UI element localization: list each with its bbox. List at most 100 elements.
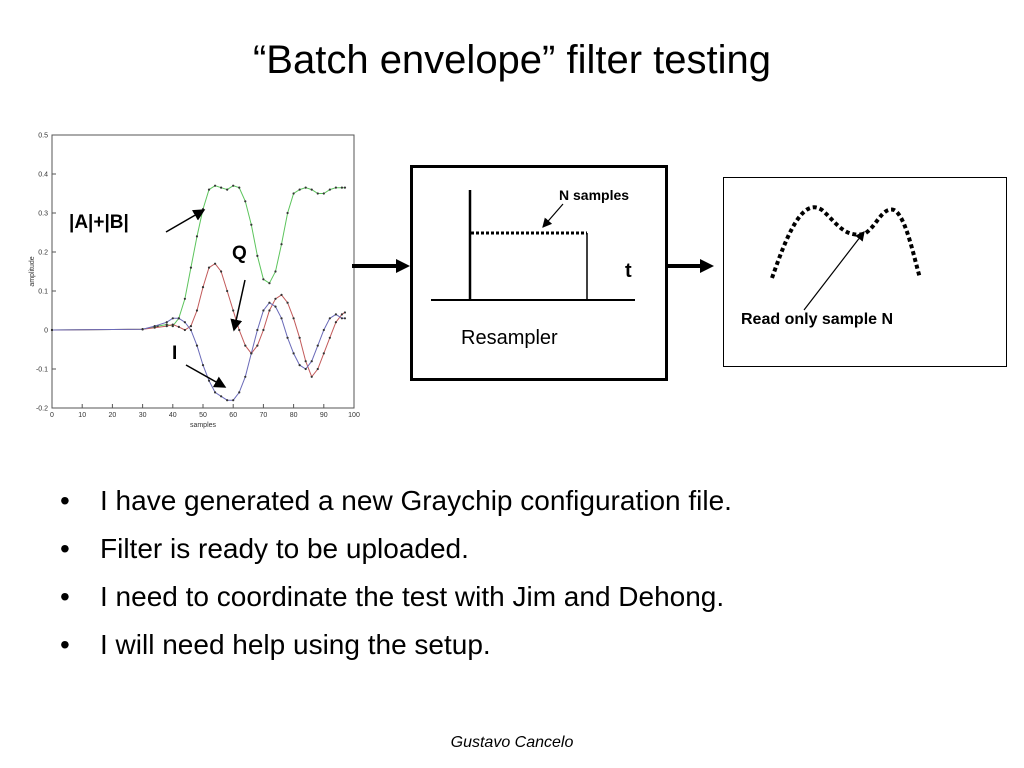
- series-point: [280, 317, 283, 320]
- series-point: [171, 325, 174, 328]
- series-point: [183, 297, 186, 300]
- series-point: [220, 270, 223, 273]
- series-point: [153, 325, 156, 328]
- series-point: [316, 367, 319, 371]
- sample-n-arrow: [803, 231, 865, 311]
- series-point: [262, 328, 265, 332]
- y-tick-label: -0.2: [36, 406, 48, 413]
- bullet-icon: •: [60, 629, 70, 660]
- bullet-icon: •: [60, 581, 70, 612]
- series-line: [51, 185, 345, 331]
- series-point: [183, 321, 186, 324]
- series-point: [165, 321, 168, 324]
- y-tick-label: -0.1: [36, 367, 48, 374]
- series-point: [189, 266, 193, 269]
- series-point: [238, 391, 241, 394]
- series-point: [177, 317, 180, 320]
- series-point: [280, 293, 283, 296]
- footer-author: Gustavo Cancelo: [450, 734, 574, 751]
- series-point: [316, 344, 319, 347]
- series-point: [50, 328, 54, 332]
- resampler-box: N samples t Resampler: [410, 165, 668, 381]
- series-point: [244, 375, 247, 378]
- series-point: [232, 309, 235, 312]
- series-point: [165, 325, 168, 328]
- x-tick-label: 30: [139, 412, 147, 419]
- series-point: [207, 266, 211, 269]
- series-point: [256, 344, 259, 347]
- x-tick-label: 0: [50, 412, 54, 419]
- series-point: [195, 235, 199, 238]
- x-tick-label: 40: [169, 412, 177, 419]
- series-point: [316, 192, 319, 195]
- y-tick-label: 0.1: [38, 289, 48, 296]
- bullet-text: Filter is ready to be uploaded.: [100, 533, 469, 564]
- series-point: [304, 186, 307, 189]
- series-point: [340, 313, 344, 316]
- time-axis-label: t: [625, 260, 632, 282]
- series-point: [141, 328, 144, 331]
- n-samples-label: N samples: [559, 187, 630, 203]
- series-point: [183, 328, 186, 332]
- series-point: [322, 352, 325, 355]
- annotation-i: I: [172, 343, 178, 364]
- series-point: [262, 278, 265, 281]
- series-point: [177, 325, 180, 328]
- series-point: [232, 399, 235, 402]
- bullet-icon: •: [60, 533, 70, 564]
- series-point: [213, 184, 217, 187]
- series-point: [343, 186, 347, 189]
- series-point: [201, 364, 205, 367]
- flow-arrow-right-icon: [700, 259, 714, 273]
- series-point: [310, 375, 313, 378]
- series-point: [343, 311, 347, 314]
- q-arrow: [230, 279, 246, 332]
- series-point: [343, 317, 347, 320]
- series-point: [328, 336, 331, 339]
- series-point: [274, 297, 277, 300]
- series-point: [298, 188, 301, 191]
- series-point: [171, 323, 174, 326]
- series-point: [256, 254, 259, 257]
- series-point: [328, 317, 331, 320]
- bullet-text: I have generated a new Graychip configur…: [100, 485, 732, 516]
- series-point: [153, 326, 156, 329]
- series-point: [226, 399, 229, 402]
- series-point: [189, 325, 193, 328]
- series-point: [262, 309, 265, 312]
- series-point: [334, 313, 337, 316]
- series-point: [195, 309, 199, 312]
- series-point: [286, 336, 289, 339]
- series-point: [286, 301, 289, 304]
- series-point: [322, 328, 325, 332]
- series-line: [51, 263, 346, 378]
- envelope-arrow: [165, 209, 206, 233]
- series-point: [213, 262, 217, 265]
- bullet-list: • I have generated a new Graychip configu…: [60, 477, 732, 669]
- y-tick-label: 0: [44, 328, 48, 335]
- series-point: [238, 186, 241, 189]
- flow-arrow-left-icon: [396, 259, 410, 273]
- series-point: [298, 364, 301, 367]
- y-tick-label: 0.5: [38, 133, 48, 140]
- y-tick-label: 0.4: [38, 172, 48, 179]
- slide-title: “Batch envelope” filter testing: [252, 38, 772, 82]
- y-tick-label: 0.2: [38, 250, 48, 257]
- x-tick-label: 20: [109, 412, 117, 419]
- series-point: [286, 211, 289, 215]
- series-point: [268, 282, 271, 285]
- series-point: [207, 379, 211, 382]
- series-point: [226, 289, 229, 293]
- series-point: [340, 317, 344, 320]
- series-point: [310, 360, 313, 363]
- x-tick-label: 60: [229, 412, 237, 419]
- series-point: [304, 367, 307, 371]
- series-point: [340, 186, 344, 189]
- x-tick-label: 90: [320, 412, 328, 419]
- n-samples-arrow: [542, 203, 564, 228]
- series-point: [195, 344, 199, 347]
- series-point: [213, 391, 217, 394]
- x-tick-label: 80: [290, 412, 298, 419]
